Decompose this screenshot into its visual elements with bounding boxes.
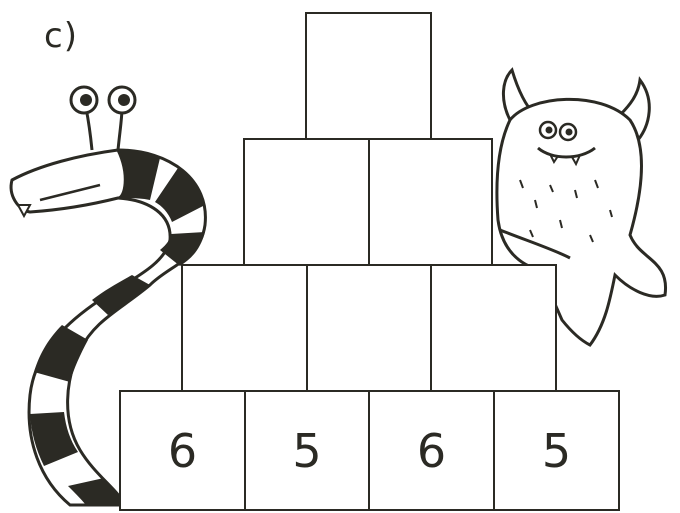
pyramid-cell: 5 [244, 390, 370, 511]
pyramid-cell[interactable] [430, 264, 557, 392]
pyramid-cell[interactable] [181, 264, 308, 392]
pyramid-cell[interactable] [243, 138, 370, 266]
pyramid-cell: 6 [119, 390, 246, 511]
pyramid-cell[interactable] [305, 12, 432, 140]
pyramid-cell: 5 [493, 390, 620, 511]
pyramid-cell[interactable] [368, 138, 493, 266]
pyramid-cell: 6 [368, 390, 495, 511]
pyramid-cell[interactable] [306, 264, 432, 392]
